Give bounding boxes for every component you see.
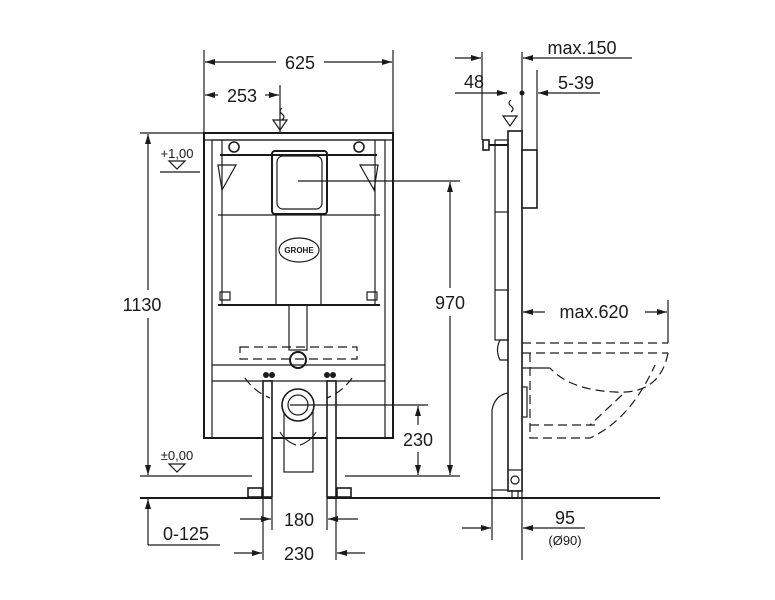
dim-wall-range: 5-39 <box>558 73 594 93</box>
flush-plate-side <box>521 149 538 209</box>
side-view: max.150 48 5-39 max.620 95 (Ø90) <box>455 38 669 560</box>
dim-leg-inner: 180 <box>284 510 314 530</box>
dim-floor-adjust: 0-125 <box>163 524 209 544</box>
front-view: GROHE 625 253 <box>123 50 660 564</box>
flush-plate <box>271 150 328 215</box>
dim-leg-outer: 230 <box>284 544 314 564</box>
dim-total-height: 1130 <box>123 295 162 315</box>
dim-outlet-height: 230 <box>403 430 433 450</box>
level-floor: ±0,00 <box>161 448 193 463</box>
frame-side <box>507 130 523 492</box>
dim-flush-height: 970 <box>435 293 465 313</box>
water-supply-icon <box>279 107 285 121</box>
dim-bowl-projection: max.620 <box>559 302 628 322</box>
logo-text: GROHE <box>284 246 314 255</box>
dim-rear-depth: 48 <box>464 72 484 92</box>
dim-pipe-offset: 95 <box>555 508 575 528</box>
dim-flush-offset: 253 <box>227 86 257 106</box>
dim-max-depth: max.150 <box>547 38 616 58</box>
level-top: +1,00 <box>161 146 194 161</box>
dim-width: 625 <box>285 53 315 73</box>
dim-pipe-diameter: (Ø90) <box>548 533 581 548</box>
grohe-logo <box>278 237 320 263</box>
